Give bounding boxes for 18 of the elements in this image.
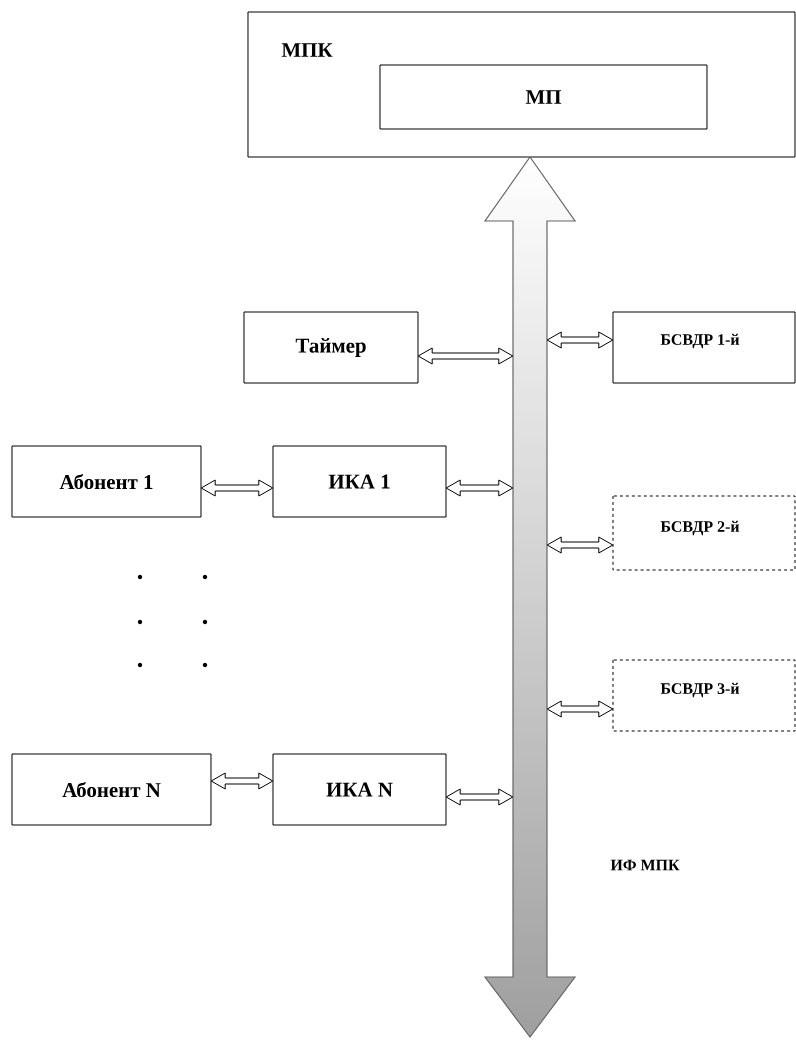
double-arrow bbox=[417, 347, 514, 365]
dashed-box: БСВДР 3-й bbox=[612, 659, 796, 732]
block-box: МП bbox=[379, 64, 708, 130]
double-arrow bbox=[546, 536, 614, 554]
double-arrow bbox=[445, 479, 514, 497]
bus-label: ИФ МПК bbox=[610, 859, 680, 871]
double-arrow bbox=[445, 788, 514, 806]
block-box: Абонент N bbox=[11, 753, 212, 826]
dashed-box: БСВДР 2-й bbox=[612, 495, 796, 571]
block-box: Абонент 1 bbox=[11, 445, 202, 518]
block-box: БСВДР 1-й bbox=[612, 311, 796, 384]
double-arrow bbox=[200, 479, 274, 497]
block-box: Таймер bbox=[243, 311, 419, 384]
block-box: ИКА 1 bbox=[272, 445, 447, 518]
double-arrow bbox=[546, 331, 614, 349]
block-box: ИКА N bbox=[272, 753, 447, 826]
double-arrow bbox=[210, 772, 274, 790]
double-arrow bbox=[546, 700, 614, 718]
